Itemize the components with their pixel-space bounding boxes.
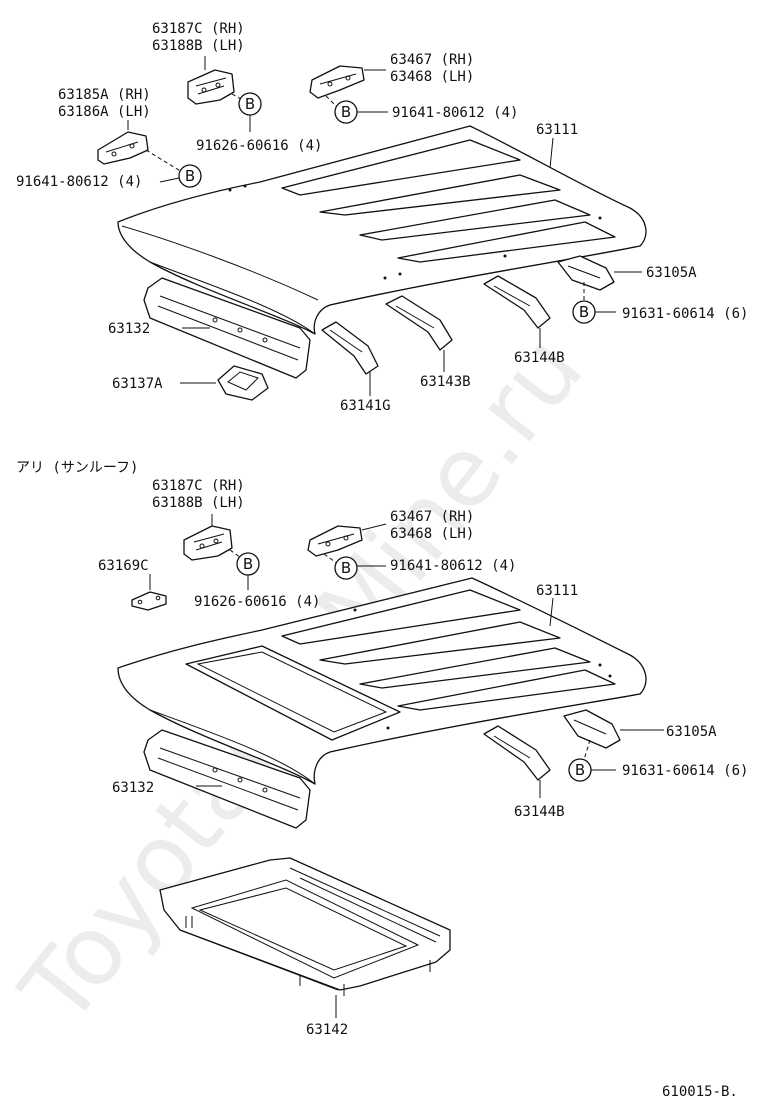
label-63141g: 63141G bbox=[340, 398, 391, 414]
label-63467: 63467 (RH) bbox=[390, 52, 474, 68]
label-63185a: 63185A (RH) bbox=[58, 87, 151, 103]
label-91641-top-b: 91641-80612 (4) bbox=[392, 105, 518, 121]
roof-bow-63144b-bottom bbox=[483, 725, 551, 781]
roof-bow-63143b bbox=[385, 295, 453, 351]
roof-panel-bottom bbox=[117, 577, 647, 785]
label-63105a-top: 63105A bbox=[646, 265, 697, 281]
bracket-63105a-bottom bbox=[563, 709, 621, 749]
badge-b-bottom-2: B bbox=[334, 556, 358, 580]
svg-text:B: B bbox=[579, 303, 589, 321]
label-63467-bottom: 63467 (RH) bbox=[390, 509, 474, 525]
roof-bow-63144b-top bbox=[483, 275, 551, 329]
label-63137a: 63137A bbox=[112, 376, 163, 392]
label-63142: 63142 bbox=[306, 1022, 348, 1038]
label-63188b: 63188B (LH) bbox=[152, 38, 245, 54]
label-63132-bottom: 63132 bbox=[112, 780, 154, 796]
section-heading-sunroof: アリ (サンルーフ) bbox=[16, 460, 138, 476]
bracket-63187c-bottom bbox=[183, 525, 233, 561]
label-63468-bottom: 63468 (LH) bbox=[390, 526, 474, 542]
svg-text:B: B bbox=[243, 555, 253, 573]
pad-63137a bbox=[217, 365, 269, 401]
diagram-code: 610015-B. bbox=[662, 1084, 738, 1100]
top-section: 63111 63187C (RH) 63188B (LH) B 91626-60… bbox=[16, 21, 748, 414]
label-91641-top-a: 91641-80612 (4) bbox=[16, 174, 142, 190]
front-header-63132-top bbox=[143, 277, 311, 379]
label-63468: 63468 (LH) bbox=[390, 69, 474, 85]
badge-b-bottom-1: B bbox=[236, 552, 260, 576]
svg-text:B: B bbox=[575, 761, 585, 779]
roof-panel-top bbox=[117, 125, 647, 335]
bracket-63105a-top bbox=[557, 255, 615, 291]
bracket-63187c bbox=[187, 69, 235, 105]
label-63111: 63111 bbox=[536, 122, 578, 138]
svg-text:B: B bbox=[185, 167, 195, 185]
svg-text:B: B bbox=[341, 103, 351, 121]
clip-63169c bbox=[131, 591, 167, 611]
label-91626-top: 91626-60616 (4) bbox=[196, 138, 322, 154]
label-63111-bottom: 63111 bbox=[536, 583, 578, 599]
badge-b-top-1: B bbox=[238, 92, 262, 116]
sunroof-frame-63142 bbox=[159, 857, 451, 996]
label-63132-top: 63132 bbox=[108, 321, 150, 337]
svg-text:B: B bbox=[341, 559, 351, 577]
label-63169c: 63169C bbox=[98, 558, 149, 574]
label-91626-bottom: 91626-60616 (4) bbox=[194, 594, 320, 610]
label-63186a: 63186A (LH) bbox=[58, 104, 151, 120]
label-91631-bottom: 91631-60614 (6) bbox=[622, 763, 748, 779]
label-63187c: 63187C (RH) bbox=[152, 21, 245, 37]
badge-b-top-2: B bbox=[178, 164, 202, 188]
label-91631-top: 91631-60614 (6) bbox=[622, 306, 748, 322]
label-63144b-bottom: 63144B bbox=[514, 804, 565, 820]
bracket-63185a bbox=[97, 131, 149, 165]
label-63105a-bottom: 63105A bbox=[666, 724, 717, 740]
bracket-63467 bbox=[309, 65, 365, 99]
bracket-63467-bottom bbox=[307, 525, 363, 557]
svg-text:B: B bbox=[245, 95, 255, 113]
badge-b-top-4: B bbox=[572, 300, 596, 324]
label-63144b-top: 63144B bbox=[514, 350, 565, 366]
label-63143b: 63143B bbox=[420, 374, 471, 390]
badge-b-top-3: B bbox=[334, 100, 358, 124]
badge-b-bottom-3: B bbox=[568, 758, 592, 782]
roof-bow-63141g bbox=[321, 321, 379, 375]
bottom-section: アリ (サンルーフ) 63111 63187C (RH) 63188B (LH) bbox=[16, 460, 748, 1038]
label-63188b-bottom: 63188B (LH) bbox=[152, 495, 245, 511]
label-91641-bottom: 91641-80612 (4) bbox=[390, 558, 516, 574]
label-63187c-bottom: 63187C (RH) bbox=[152, 478, 245, 494]
front-header-63132-bottom bbox=[143, 729, 311, 829]
